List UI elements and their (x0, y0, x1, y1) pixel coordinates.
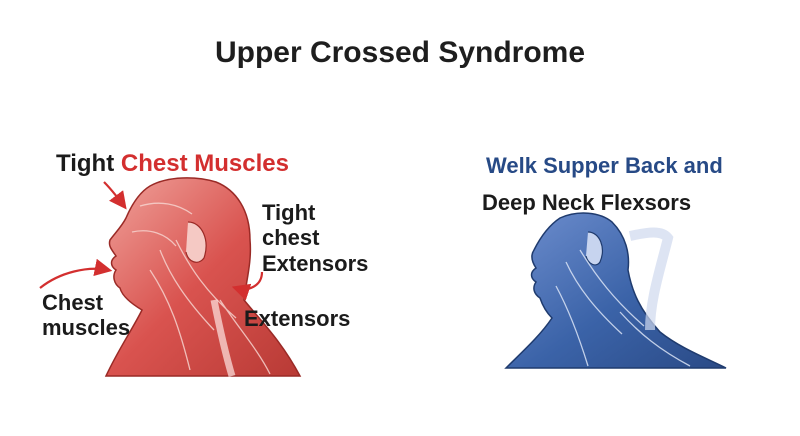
right-back-neck-highlight (628, 227, 674, 331)
weak-muscles-figure (504, 212, 727, 369)
arrow-to-extensors (231, 271, 264, 301)
label-chest-line2: muscles (42, 315, 131, 341)
label-tce-line2: chest (262, 225, 320, 251)
left-muscle-fibers (131, 202, 271, 375)
left-head-neck-shape (104, 177, 302, 377)
right-ear-shape (585, 231, 603, 266)
label-tce-line3: Extensors (262, 250, 369, 276)
label-extensors: Extensors (244, 306, 351, 331)
left-ear-shape (185, 221, 207, 263)
label-deep-neck-flexors: Deep Neck Flexsors (482, 190, 692, 215)
label-chest-muscles-highlight: Chest Muscles (120, 150, 289, 177)
arrow-to-chest-muscles (103, 181, 127, 210)
left-clavicle-highlight (210, 299, 236, 378)
label-chest-line1: Chest (42, 290, 104, 315)
arrow-to-chest-region (39, 258, 113, 289)
label-tce-line1: Tight (262, 200, 316, 225)
page-title: Upper Crossed Syndrome (214, 36, 586, 69)
right-head-neck-shape (504, 212, 727, 369)
label-tight-word: Tight (56, 150, 115, 177)
label-tight-chest-extensors: Tight chest Extensors (262, 200, 368, 276)
right-muscle-fibers (555, 249, 691, 367)
label-chest-muscles: Chest muscles (42, 290, 130, 341)
label-tight-chest-muscles: Tight Chest Muscles (56, 150, 289, 178)
label-weak-upper-back: Welk Supper Back and (486, 153, 723, 178)
tight-muscles-figure (104, 177, 302, 378)
